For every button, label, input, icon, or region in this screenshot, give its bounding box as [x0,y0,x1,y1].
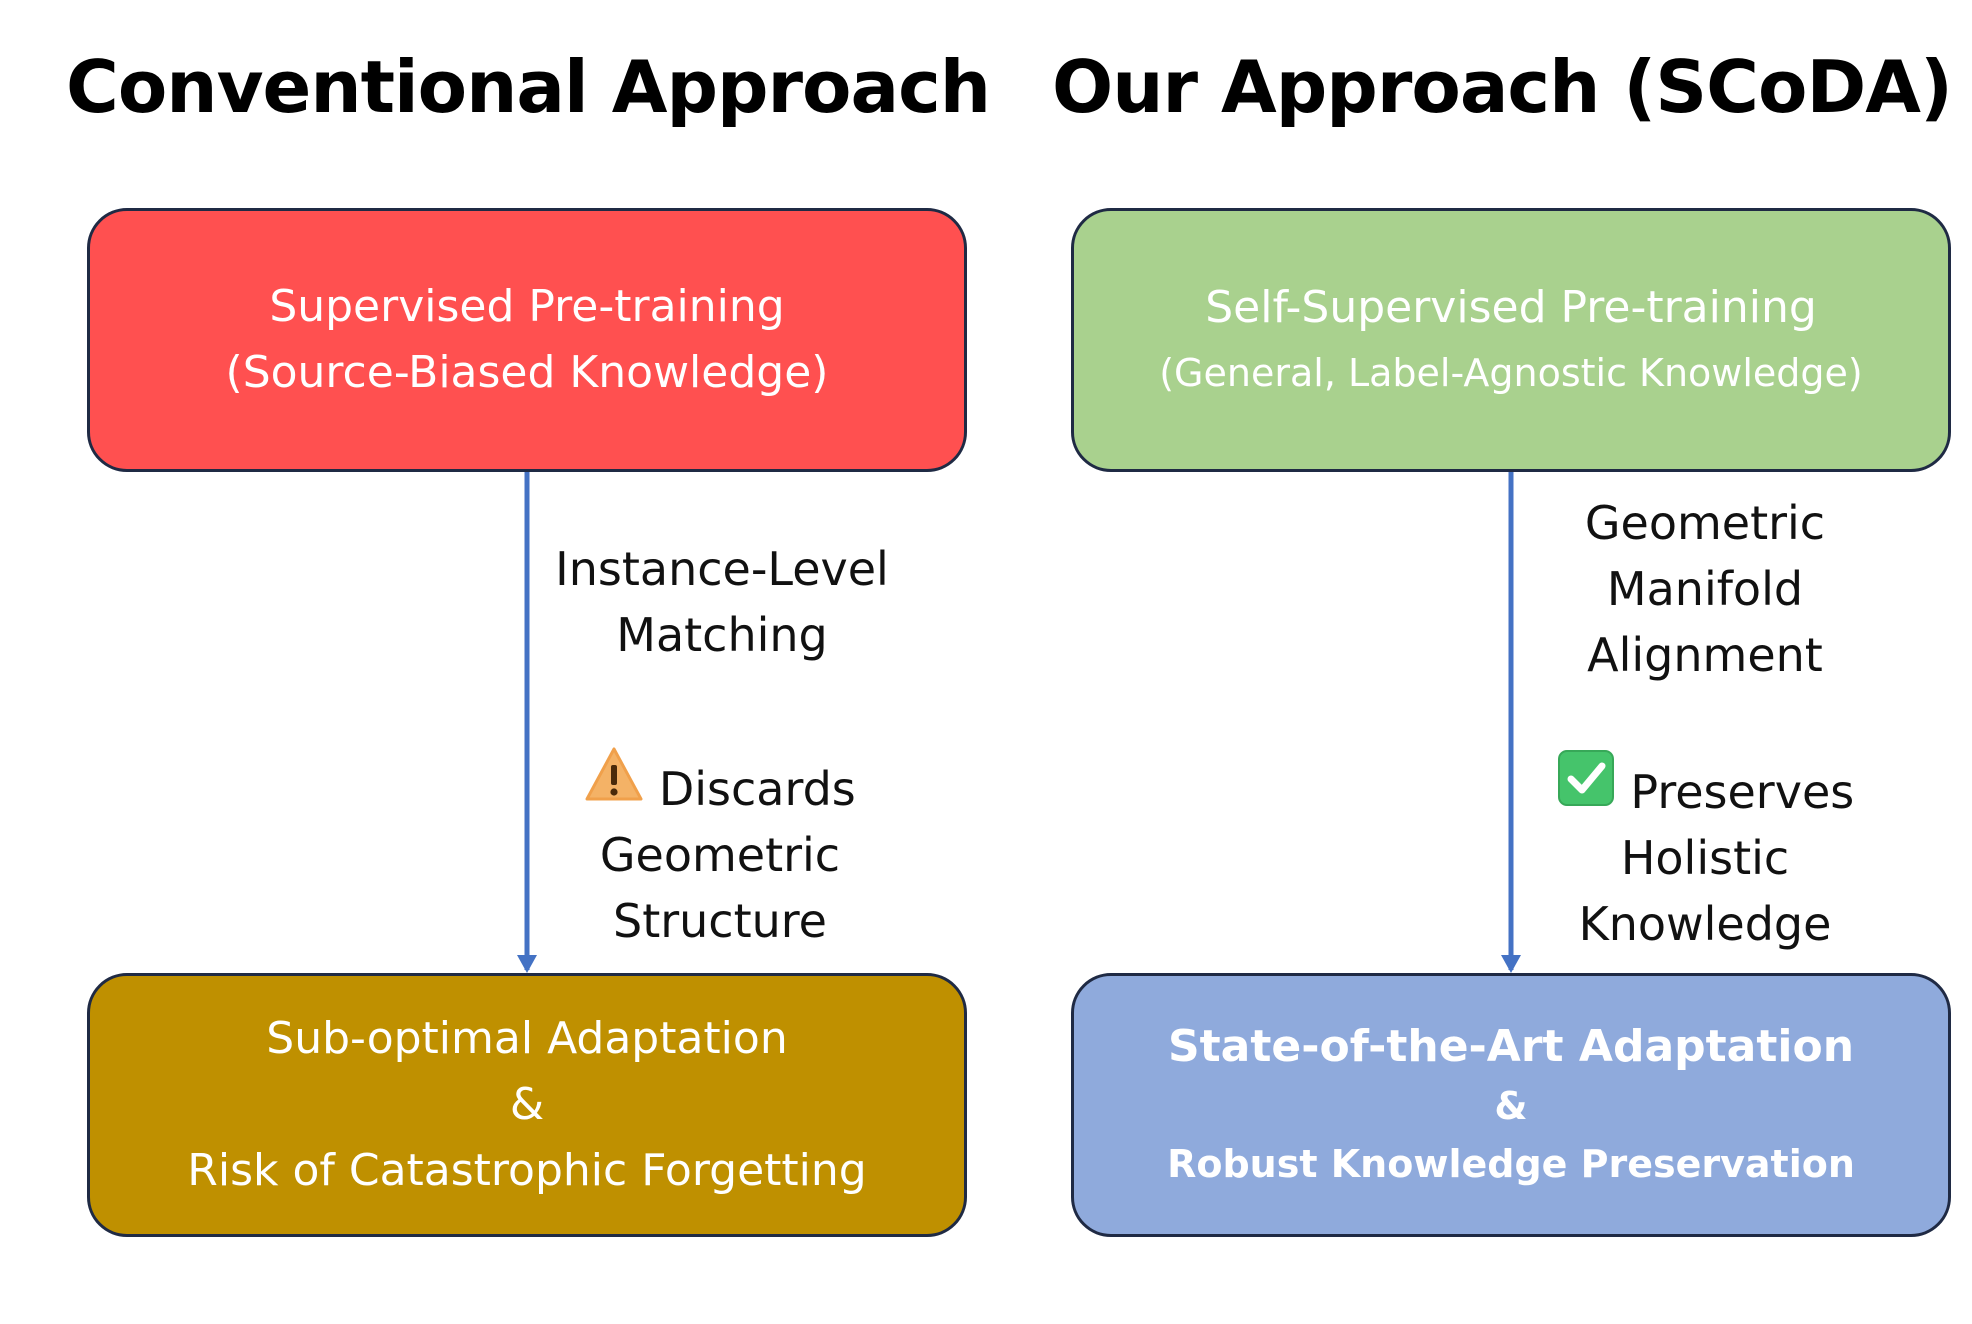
self-supervised-pretraining-title: Self-Supervised Pre-training [1205,282,1817,333]
warning-icon [585,747,643,801]
instance-level-matching-label: Instance-Level Matching [542,536,902,668]
preserves-knowledge-note: Preserves Holistic Knowledge [1525,748,1885,957]
sota-adaptation-line2: & [1494,1084,1528,1128]
suboptimal-adaptation-line1: Sub-optimal Adaptation [266,1013,788,1064]
discards-line1: Discards [658,762,856,816]
discards-structure-note: Discards Geometric Structure [540,745,900,954]
supervised-pretraining-subtitle: (Source-Biased Knowledge) [225,347,829,398]
ours-arrowhead [1501,955,1521,973]
geometric-line3: Alignment [1587,628,1823,682]
preserves-line2: Holistic [1620,831,1790,885]
instance-level-line2: Matching [616,608,828,662]
discards-line3: Structure [613,894,827,948]
geometric-line2: Manifold [1606,562,1804,616]
geometric-line1: Geometric [1584,496,1826,550]
suboptimal-adaptation-line2: & [509,1079,545,1130]
conventional-arrowhead [517,955,537,973]
sota-adaptation-line3: Robust Knowledge Preservation [1167,1142,1855,1186]
sota-adaptation-box: State-of-the-Art Adaptation & Robust Kno… [1071,973,1951,1237]
check-mark-icon [1557,750,1614,806]
preserves-line3: Knowledge [1578,897,1832,951]
suboptimal-adaptation-box: Sub-optimal Adaptation & Risk of Catastr… [87,973,967,1237]
supervised-pretraining-box: Supervised Pre-training (Source-Biased K… [87,208,967,472]
self-supervised-pretraining-subtitle: (General, Label-Agnostic Knowledge) [1159,351,1863,395]
preserves-line1: Preserves [1630,765,1855,819]
our-approach-heading: Our Approach (SCoDA) [1052,45,1953,129]
supervised-pretraining-title: Supervised Pre-training [269,281,785,332]
discards-line2: Geometric [599,828,841,882]
self-supervised-pretraining-box: Self-Supervised Pre-training (General, L… [1071,208,1951,472]
geometric-manifold-alignment-label: Geometric Manifold Alignment [1525,490,1885,688]
sota-adaptation-line1: State-of-the-Art Adaptation [1167,1021,1855,1072]
instance-level-line1: Instance-Level [555,542,889,596]
suboptimal-adaptation-line3: Risk of Catastrophic Forgetting [187,1145,867,1196]
conventional-approach-heading: Conventional Approach [66,45,991,129]
